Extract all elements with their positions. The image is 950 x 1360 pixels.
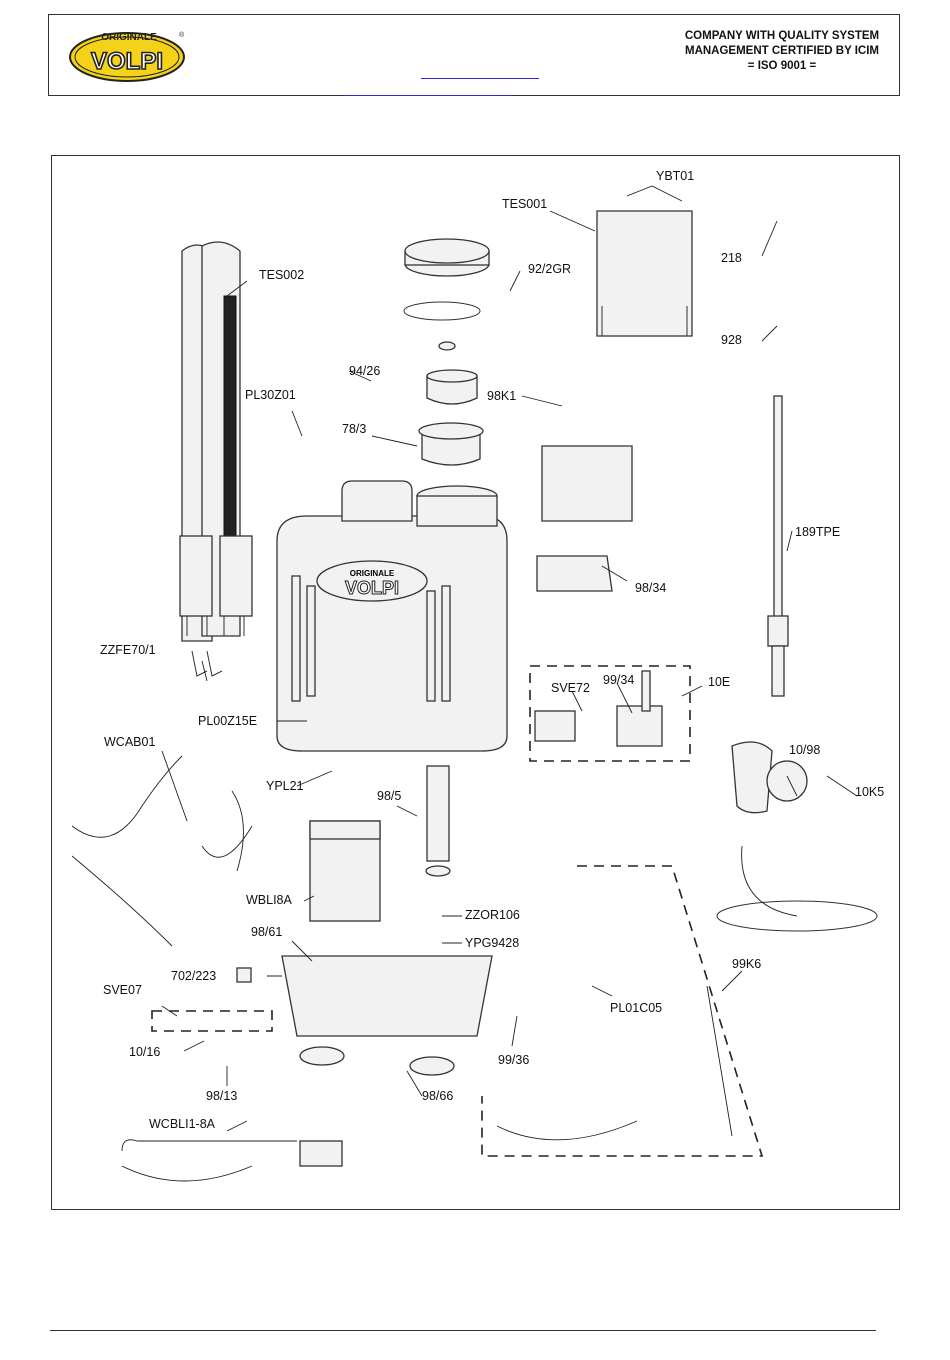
spray-lance	[767, 395, 789, 697]
part-label: 10/16	[129, 1045, 160, 1059]
part-label: WCBLI1-8A	[149, 1117, 216, 1131]
part-label: YBT01	[656, 169, 694, 183]
part-label: 98/61	[251, 925, 282, 939]
hose-assembly	[481, 865, 764, 1157]
tank-lid	[403, 238, 490, 351]
volpi-logo: ORIGINALE VOLPI ®	[67, 25, 187, 90]
part-label: PL00Z15E	[198, 714, 257, 728]
part-label: YPL21	[266, 779, 304, 793]
part-labels: YBT01 TES001 TES002 92/2GR 218 928 94/26…	[100, 169, 884, 1131]
part-label: 99/34	[603, 673, 634, 687]
svg-text:ORIGINALE: ORIGINALE	[101, 32, 157, 43]
part-label: ZZFE70/1	[100, 643, 156, 657]
part-label: 98/5	[377, 789, 401, 803]
part-label: TES002	[259, 268, 304, 282]
part-label: 98/66	[422, 1089, 453, 1103]
part-label: SVE72	[551, 681, 590, 695]
battery-pack	[309, 820, 381, 922]
backrest-plate	[596, 210, 693, 337]
part-label: 98/34	[635, 581, 666, 595]
pump-bracket	[536, 445, 633, 592]
document-header: ORIGINALE VOLPI ® COMPANY WITH QUALITY S…	[48, 14, 900, 96]
cert-line: = ISO 9001 =	[747, 60, 817, 72]
part-label: 10/98	[789, 743, 820, 757]
footer-divider	[50, 1330, 876, 1331]
part-label: YPG9428	[465, 936, 519, 950]
tank-base	[281, 955, 493, 1076]
part-label: 218	[721, 251, 742, 265]
svg-text:VOLPI: VOLPI	[91, 48, 163, 75]
cert-line: MANAGEMENT CERTIFIED BY ICIM	[684, 45, 879, 57]
svg-text:®: ®	[179, 31, 185, 39]
exploded-parts-diagram: ORIGINALE VOLPI	[51, 155, 900, 1210]
switch-assembly	[151, 967, 273, 1032]
part-label: 702/223	[171, 969, 216, 983]
pump-assembly	[529, 665, 691, 762]
link-underline[interactable]	[345, 95, 511, 96]
cert-line: COMPANY WITH QUALITY SYSTEM	[684, 30, 880, 42]
part-label: SVE07	[103, 983, 142, 997]
part-label: 189TPE	[795, 525, 840, 539]
part-label: 98K1	[487, 389, 516, 403]
sprayer-tank: ORIGINALE VOLPI	[276, 480, 508, 752]
strap-clips	[191, 650, 223, 677]
part-label: 92/2GR	[528, 262, 571, 276]
link-underline[interactable]	[421, 78, 539, 79]
svg-text:VOLPI: VOLPI	[345, 578, 399, 598]
shoulder-straps	[179, 241, 253, 642]
part-label: 78/3	[342, 422, 366, 436]
part-label: WBLI8A	[246, 893, 293, 907]
part-label: PL01C05	[610, 1001, 662, 1015]
wiring-cables	[71, 755, 253, 947]
part-label: ZZOR106	[465, 908, 520, 922]
filter-baskets	[418, 369, 484, 466]
battery-charger	[121, 1139, 343, 1182]
cylinder-filter	[425, 765, 451, 877]
svg-text:ORIGINALE: ORIGINALE	[350, 569, 395, 578]
part-label: WCAB01	[104, 735, 155, 749]
part-label: 10K5	[855, 785, 884, 799]
part-label: 99/36	[498, 1053, 529, 1067]
part-label: TES001	[502, 197, 547, 211]
part-label: 98/13	[206, 1089, 237, 1103]
certification-block: COMPANY WITH QUALITY SYSTEM MANAGEMENT C…	[677, 29, 887, 74]
part-label: 94/26	[349, 364, 380, 378]
trigger-handle	[716, 741, 878, 932]
part-label: 99K6	[732, 957, 761, 971]
part-label: 928	[721, 333, 742, 347]
part-label: PL30Z01	[245, 388, 296, 402]
part-label: 10E	[708, 675, 730, 689]
